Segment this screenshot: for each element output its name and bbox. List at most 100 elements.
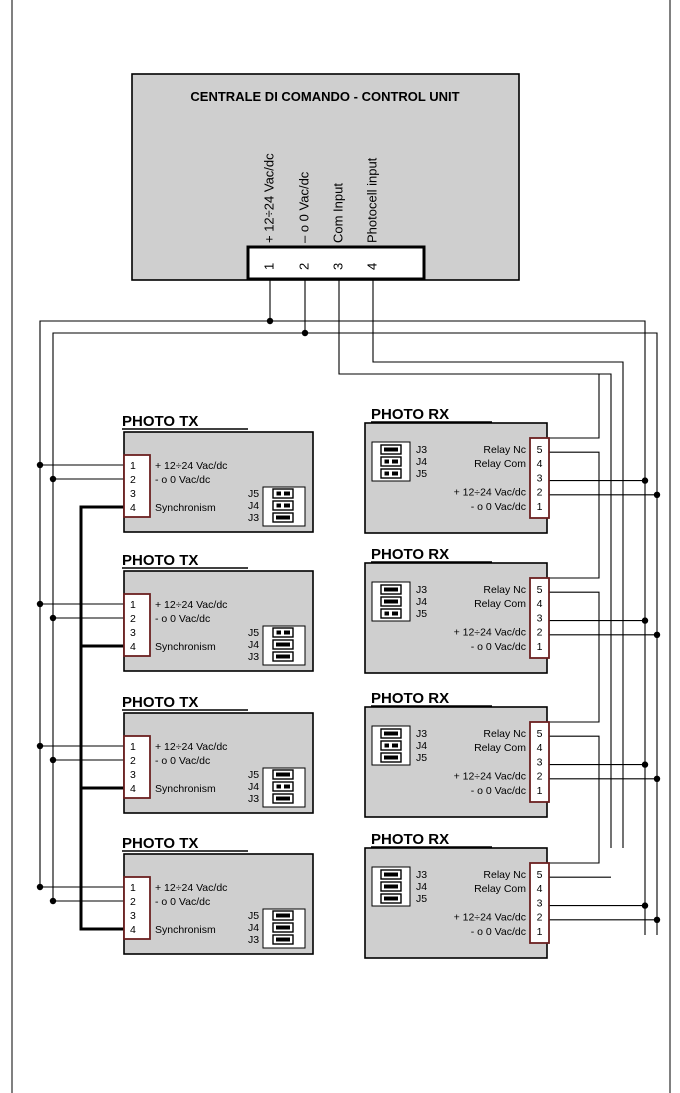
junction-dot bbox=[301, 329, 309, 337]
jumper-pins bbox=[272, 781, 294, 792]
photo-tx-pin-label: + 12÷24 Vac/dc bbox=[155, 599, 227, 611]
photo-tx-jumper-label: J4 bbox=[248, 781, 259, 793]
jumper-cap-half bbox=[284, 630, 290, 635]
junction-dot bbox=[653, 775, 661, 782]
wire-path bbox=[338, 280, 612, 848]
photo-rx-pin-num: 2 bbox=[537, 771, 543, 783]
photo-tx-pin-label: Synchronism bbox=[155, 783, 216, 795]
jumper-cap-half bbox=[392, 471, 398, 476]
photo-rx-title: PHOTO RX bbox=[371, 831, 449, 848]
jumper-cap-half bbox=[284, 784, 290, 789]
photo-rx-terminal-block bbox=[529, 577, 550, 659]
control-unit-terminal-label: Photocell input bbox=[364, 157, 379, 243]
photo-rx-jumper-label: J5 bbox=[416, 893, 427, 905]
photo-rx-jumper-label: J3 bbox=[416, 444, 427, 456]
photo-rx-box bbox=[364, 422, 548, 534]
jumper-cap-full bbox=[384, 872, 398, 877]
jumper-cap-full bbox=[276, 772, 290, 777]
jumper-pins bbox=[380, 456, 402, 467]
photo-tx-title: PHOTO TX bbox=[122, 694, 198, 711]
photo-tx-jumper-label: J4 bbox=[248, 639, 259, 651]
junction-dot bbox=[653, 491, 661, 498]
photo-tx-jumper-label: J5 bbox=[248, 910, 259, 922]
junction-dot bbox=[641, 902, 649, 909]
photo-tx-pin-label: - o 0 Vac/dc bbox=[155, 613, 210, 625]
wire-path bbox=[549, 591, 600, 723]
photo-rx-pin-label: + 12÷24 Vac/dc bbox=[454, 912, 526, 924]
photo-tx-pin-num: 3 bbox=[130, 627, 136, 639]
junction-dot bbox=[36, 883, 44, 891]
photo-rx-pin-label: - o 0 Vac/dc bbox=[471, 501, 526, 513]
photo-rx-pin-num: 4 bbox=[537, 883, 543, 895]
photo-rx-pin-label: Relay Com bbox=[474, 458, 526, 470]
photo-rx-pin-label: Relay Nc bbox=[483, 869, 526, 881]
synchronism-bus bbox=[79, 505, 124, 931]
junction-dot bbox=[36, 742, 44, 750]
photo-tx-pin-label: - o 0 Vac/dc bbox=[155, 474, 210, 486]
jumper-pins bbox=[380, 740, 402, 751]
photo-rx-pin-num: 2 bbox=[537, 912, 543, 924]
jumper-pin-open bbox=[384, 611, 389, 616]
photo-rx-pin-label: + 12÷24 Vac/dc bbox=[454, 487, 526, 499]
photo-rx-pin-label: Relay Com bbox=[474, 742, 526, 754]
control-unit-terminal-label: Com Input bbox=[330, 183, 345, 243]
jumper-cap-full bbox=[384, 599, 398, 604]
jumper-cap-full bbox=[276, 642, 290, 647]
photo-tx-jumper-label: J3 bbox=[248, 512, 259, 524]
photo-tx-pin-num: 4 bbox=[130, 924, 136, 936]
junction-dot bbox=[641, 617, 649, 624]
photo-tx-pin-label: + 12÷24 Vac/dc bbox=[155, 882, 227, 894]
photo-tx-pin-num: 2 bbox=[130, 613, 136, 625]
photo-rx-terminal-block bbox=[529, 862, 550, 944]
jumper-cap-full bbox=[384, 755, 398, 760]
junction-dot bbox=[653, 631, 661, 638]
photo-tx-pin-num: 2 bbox=[130, 896, 136, 908]
jumper-cap-full bbox=[276, 654, 290, 659]
photo-rx-terminal-block bbox=[529, 721, 550, 803]
photo-tx-jumper-label: J4 bbox=[248, 922, 259, 934]
photo-tx-pin-label: - o 0 Vac/dc bbox=[155, 896, 210, 908]
photo-tx-pin-num: 4 bbox=[130, 641, 136, 653]
photo-rx-pin-num: 5 bbox=[537, 444, 543, 456]
photo-tx-pin-label: - o 0 Vac/dc bbox=[155, 755, 210, 767]
wire-path bbox=[549, 374, 600, 439]
photo-tx-pin-num: 4 bbox=[130, 502, 136, 514]
junction-dot bbox=[266, 317, 274, 325]
control-unit: CENTRALE DI COMANDO - CONTROL UNIT 1+ 12… bbox=[131, 73, 520, 281]
photo-tx-jumper-label: J4 bbox=[248, 500, 259, 512]
photo-rx-pin-num: 3 bbox=[537, 897, 543, 909]
control-unit-terminal-num: 3 bbox=[330, 263, 345, 270]
photo-rx-pin-num: 2 bbox=[537, 487, 543, 499]
photo-tx-pin-num: 1 bbox=[130, 882, 136, 894]
control-unit-terminal-num: 2 bbox=[296, 263, 311, 270]
jumper-pin-open bbox=[276, 503, 281, 508]
photo-rx-pin-label: Relay Nc bbox=[483, 728, 526, 740]
photo-rx-pin-label: Relay Nc bbox=[483, 584, 526, 596]
photo-rx-pin-num: 5 bbox=[537, 728, 543, 740]
control-unit-terminal-num: 4 bbox=[364, 263, 379, 270]
junction-dot bbox=[641, 477, 649, 484]
photo-rx-pin-label: - o 0 Vac/dc bbox=[471, 641, 526, 653]
junction-dot bbox=[641, 761, 649, 768]
photo-rx-jumper-label: J3 bbox=[416, 584, 427, 596]
photo-tx-pin-label: Synchronism bbox=[155, 502, 216, 514]
jumper-cap-half bbox=[392, 459, 398, 464]
photo-rx-jumper-label: J3 bbox=[416, 869, 427, 881]
photo-rx-pin-label: + 12÷24 Vac/dc bbox=[454, 771, 526, 783]
photo-tx-terminal-block bbox=[123, 876, 151, 940]
photo-rx-title: PHOTO RX bbox=[371, 546, 449, 563]
photo-tx-pin-num: 1 bbox=[130, 741, 136, 753]
photo-rx-pin-num: 4 bbox=[537, 742, 543, 754]
jumper-cap-full bbox=[384, 447, 398, 452]
photo-rx-pin-label: Relay Com bbox=[474, 598, 526, 610]
photo-rx-title: PHOTO RX bbox=[371, 690, 449, 707]
photo-tx-jumper-label: J3 bbox=[248, 793, 259, 805]
photo-rx-pin-num: 5 bbox=[537, 584, 543, 596]
photo-rx-pin-label: - o 0 Vac/dc bbox=[471, 785, 526, 797]
